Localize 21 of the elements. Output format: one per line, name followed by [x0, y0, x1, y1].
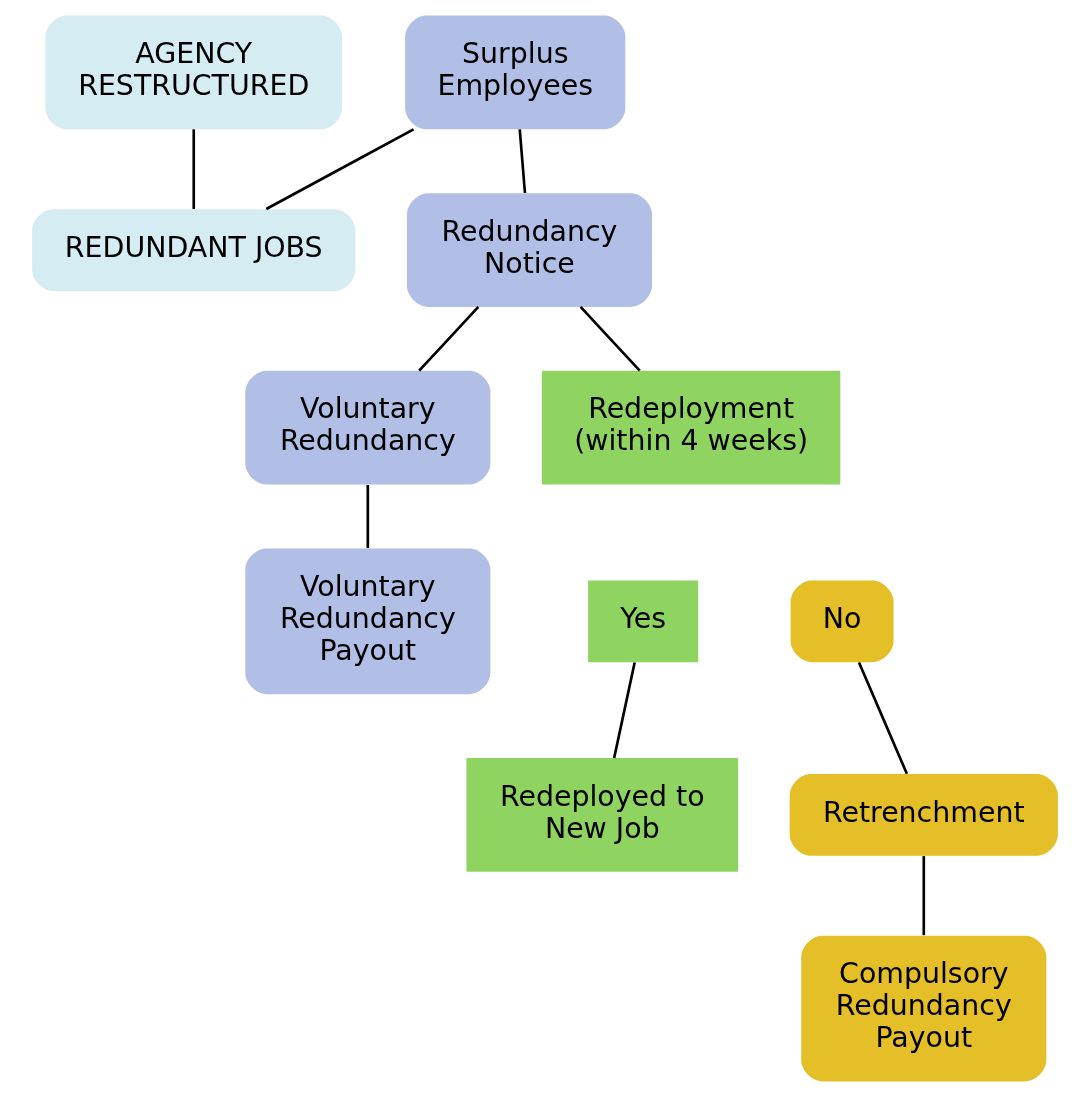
node-box: Retrenchment — [789, 774, 1058, 856]
node-box: Voluntary Redundancy — [245, 370, 491, 485]
connector — [265, 128, 415, 211]
node-box: AGENCY RESTRUCTURED — [45, 15, 343, 130]
node-box: REDUNDANT JOBS — [32, 209, 356, 291]
connector — [192, 129, 196, 209]
node-box: Compulsory Redundancy Payout — [801, 935, 1047, 1082]
connector — [612, 662, 636, 759]
node-box: Redeployment (within 4 weeks) — [541, 370, 841, 485]
connector — [857, 661, 909, 775]
node-box: Yes — [588, 580, 699, 663]
node-box: Redundancy Notice — [406, 193, 652, 307]
connector — [579, 306, 641, 372]
node-box: Redeployed to New Job — [466, 758, 739, 872]
connector — [518, 129, 527, 194]
node-box: No — [790, 580, 894, 663]
node-box: Surplus Employees — [405, 15, 626, 130]
connector — [366, 485, 370, 549]
node-box: Voluntary Redundancy Payout — [245, 548, 491, 695]
connector — [922, 856, 926, 936]
connector — [418, 306, 480, 372]
